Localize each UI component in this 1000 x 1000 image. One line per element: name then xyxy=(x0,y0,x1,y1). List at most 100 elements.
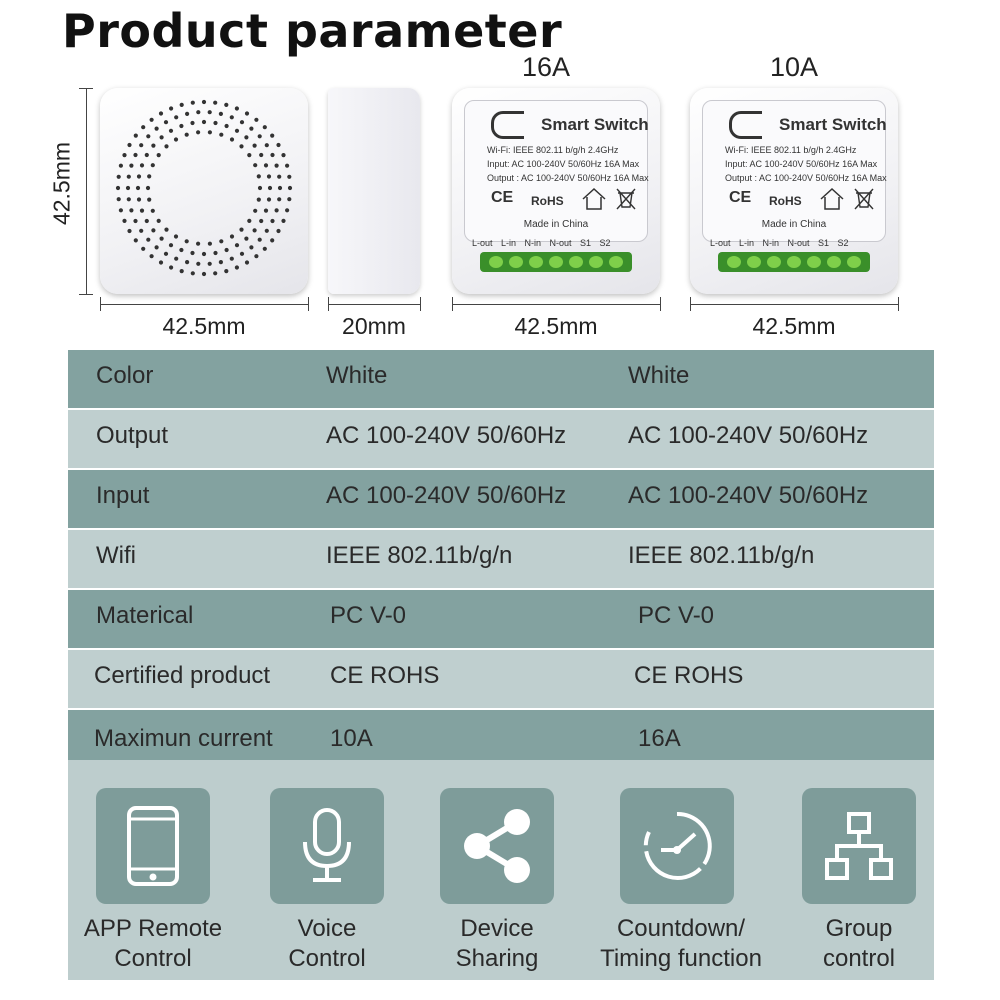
house-icon xyxy=(820,187,844,210)
front-width-label: 42.5mm xyxy=(162,313,246,339)
rohs-mark: RoHS xyxy=(769,194,802,208)
feature-label-line: Control xyxy=(114,945,192,972)
made-in-label: Made in China xyxy=(523,219,589,230)
row-value-a: AC 100-240V 50/60Hz xyxy=(326,482,567,509)
row-value-b: CE ROHS xyxy=(634,662,744,689)
feature-label-line: APP Remote xyxy=(83,915,223,942)
row-label: Materical xyxy=(96,602,194,629)
feature-label: APP Remote Control xyxy=(53,914,253,974)
table-row: Certified product CE ROHS CE ROHS xyxy=(68,650,934,710)
feature-panel: APP Remote Control Voice Control Device … xyxy=(68,760,934,980)
feature-label-line: Device xyxy=(460,915,534,942)
pin-labels: L-out L-in N-in N-out S1 S2 xyxy=(710,238,849,248)
row-label: Color xyxy=(96,362,154,389)
microphone-icon xyxy=(303,808,351,882)
brand-logo-icon xyxy=(729,111,762,139)
spec-wifi: Wi-Fi: IEEE 802.11 b/g/h 2.4GHz xyxy=(487,145,619,155)
dim-tick xyxy=(660,297,661,311)
made-in-label: Made in China xyxy=(761,219,827,230)
feature-label-line: Sharing xyxy=(455,945,539,972)
device-back-view-10a: Smart Switch Wi-Fi: IEEE 802.11 b/g/h 2.… xyxy=(690,88,898,294)
house-icon xyxy=(582,187,606,210)
terminal-block xyxy=(480,252,632,272)
row-label: Wifi xyxy=(96,542,136,569)
back1-width-line xyxy=(452,304,660,305)
feature-label-line: Countdown/ xyxy=(616,915,746,942)
front-width-line xyxy=(100,304,308,305)
device-front-view xyxy=(100,88,308,294)
row-value-a: AC 100-240V 50/60Hz xyxy=(326,422,567,449)
back2-width-label: 42.5mm xyxy=(752,313,836,339)
dim-tick xyxy=(452,297,453,311)
row-value-a: 10A xyxy=(330,725,373,752)
table-row: Wifi IEEE 802.11b/g/n IEEE 802.11b/g/n xyxy=(68,530,934,590)
row-label: Maximun current xyxy=(94,725,273,752)
feature-label: Voice Control xyxy=(227,914,427,974)
feature-label: Device Sharing xyxy=(397,914,597,974)
spec-input: Input: AC 100-240V 50/60Hz 16A Max xyxy=(487,159,640,169)
row-value-b: AC 100-240V 50/60Hz xyxy=(628,482,869,509)
row-value-b: PC V-0 xyxy=(638,602,715,629)
device-side-view xyxy=(328,88,420,294)
feature-label-line: control xyxy=(822,945,896,972)
dim-tick xyxy=(690,297,691,311)
row-value-a: CE ROHS xyxy=(330,662,440,689)
dim-tick xyxy=(100,297,101,311)
timer-icon xyxy=(643,811,712,880)
row-label: Input xyxy=(96,482,150,509)
brand-name: Smart Switch xyxy=(779,115,887,134)
ce-mark: CE xyxy=(729,189,752,206)
height-tick-bottom xyxy=(79,294,93,295)
weee-bin-icon xyxy=(854,188,874,210)
spec-output: Output : AC 100-240V 50/60Hz 16A Max xyxy=(725,173,887,183)
device-back-view-16a: Smart Switch Wi-Fi: IEEE 802.11 b/g/h 2.… xyxy=(452,88,660,294)
row-label: Certified product xyxy=(94,662,271,689)
spec-wifi: Wi-Fi: IEEE 802.11 b/g/h 2.4GHz xyxy=(725,145,857,155)
row-value-a: IEEE 802.11b/g/n xyxy=(326,542,513,569)
feature-label-line: Control xyxy=(288,945,366,972)
network-icon xyxy=(825,812,893,880)
dim-tick xyxy=(420,297,421,311)
feature-label-line: Voice xyxy=(297,915,357,942)
back2-width-line xyxy=(690,304,898,305)
spec-output: Output : AC 100-240V 50/60Hz 16A Max xyxy=(487,173,649,183)
height-dimension-label: 42.5mm xyxy=(48,141,75,226)
row-value-a: White xyxy=(326,362,388,389)
rohs-mark: RoHS xyxy=(531,194,564,208)
row-value-b: 16A xyxy=(638,725,681,752)
dim-tick xyxy=(308,297,309,311)
side-width-line xyxy=(328,304,420,305)
terminal-block xyxy=(718,252,870,272)
feature-app-remote xyxy=(96,788,210,904)
feature-voice-control xyxy=(270,788,384,904)
device-label: Smart Switch Wi-Fi: IEEE 802.11 b/g/h 2.… xyxy=(464,100,649,242)
dim-tick xyxy=(898,297,899,311)
row-label: Output xyxy=(96,422,169,449)
row-value-b: White xyxy=(628,362,690,389)
weee-bin-icon xyxy=(616,188,636,210)
speaker-grille xyxy=(115,99,293,277)
variant-label-10a: 10A xyxy=(770,52,819,82)
row-value-b: IEEE 802.11b/g/n xyxy=(628,542,815,569)
back1-width-label: 42.5mm xyxy=(514,313,598,339)
share-icon xyxy=(464,809,530,883)
feature-label-line: Timing function xyxy=(600,945,762,972)
table-row: Color White White xyxy=(68,350,934,410)
feature-label: Countdown/ Timing function xyxy=(577,914,785,974)
feature-device-sharing xyxy=(440,788,554,904)
brand-name: Smart Switch xyxy=(541,115,649,134)
spec-input: Input: AC 100-240V 50/60Hz 16A Max xyxy=(725,159,878,169)
feature-group-control xyxy=(802,788,916,904)
row-value-a: PC V-0 xyxy=(330,602,407,629)
dim-tick xyxy=(328,297,329,311)
table-row: Materical PC V-0 PC V-0 xyxy=(68,590,934,650)
feature-label: Group control xyxy=(759,914,959,974)
spec-table: Color White White Output AC 100-240V 50/… xyxy=(68,350,934,772)
height-tick-top xyxy=(79,88,93,89)
variant-label-16a: 16A xyxy=(522,52,571,82)
table-row: Output AC 100-240V 50/60Hz AC 100-240V 5… xyxy=(68,410,934,470)
feature-countdown-timing xyxy=(620,788,734,904)
feature-label-line: Group xyxy=(825,915,893,942)
row-value-b: AC 100-240V 50/60Hz xyxy=(628,422,869,449)
smartphone-icon xyxy=(127,806,179,886)
